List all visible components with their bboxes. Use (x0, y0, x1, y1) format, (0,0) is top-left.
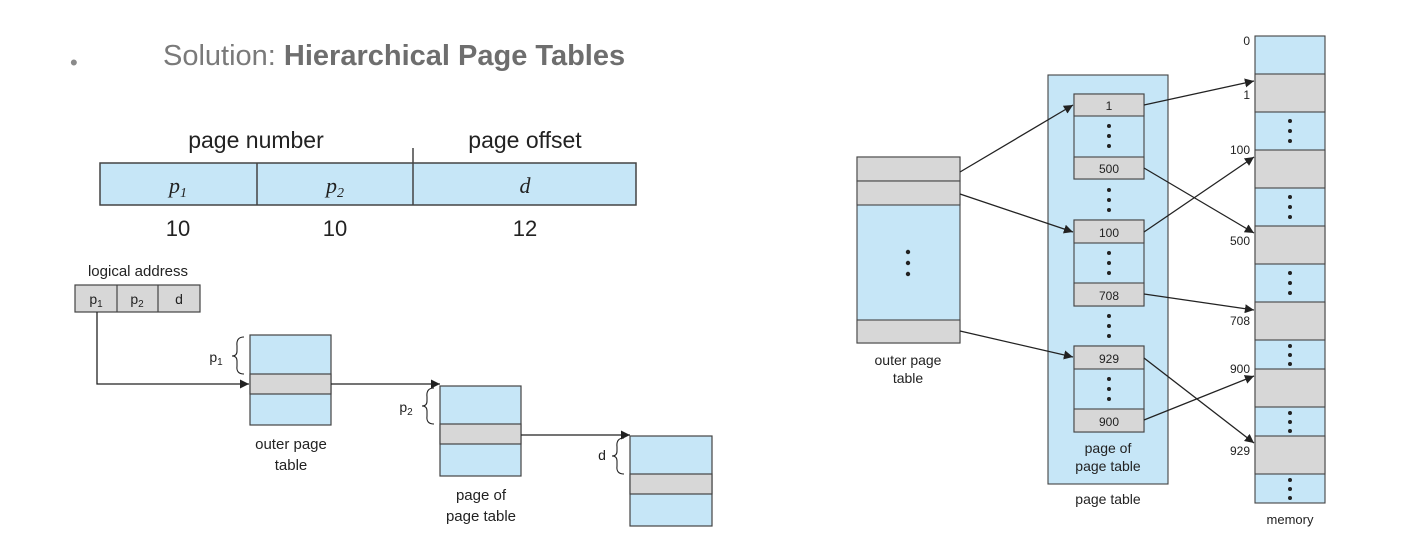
tick-100: 100 (1230, 143, 1250, 157)
memory-column (1254, 35, 1326, 504)
d-brace-label: d (598, 447, 606, 463)
entry-900-label: 900 (1099, 415, 1119, 429)
d-brace (611, 437, 625, 475)
tick-900: 900 (1230, 362, 1250, 376)
slide-bullet: • (70, 50, 78, 75)
entry-708-label: 708 (1099, 289, 1119, 303)
page-number-label: page number (188, 127, 324, 153)
entry-1-label: 1 (1106, 99, 1113, 113)
tick-0: 0 (1243, 34, 1250, 48)
page-offset-label: page offset (468, 127, 582, 153)
outer-entry-2 (856, 180, 961, 206)
memory-page-entry (629, 473, 713, 495)
outer-table-label-2: table (275, 457, 308, 474)
slide-title: Solution: Hierarchical Page Tables (163, 40, 625, 73)
outer-entry-1 (856, 156, 961, 182)
bits-p1: 10 (166, 216, 190, 241)
outer-table-label-1: outer page (255, 436, 327, 453)
translation-scheme: logical address p1 p2 d p1 outer page ta… (74, 263, 713, 527)
memory-frame-708 (1254, 301, 1326, 341)
outer-to-inner-arrows (959, 104, 1074, 360)
field-d: d (520, 173, 532, 198)
logical-d: d (175, 291, 183, 307)
memory-label: memory (1267, 512, 1314, 527)
memory-frame-1 (1254, 73, 1326, 113)
page-table-label: page table (1075, 491, 1141, 507)
logical-address-box (74, 284, 201, 313)
inner-table-3: 929 900 (1073, 345, 1145, 433)
outer-label-2: table (893, 370, 924, 386)
entry-929 (1073, 345, 1145, 370)
memory-ellipses (1288, 119, 1292, 500)
outer-table-entry (249, 373, 332, 395)
entry-929-label: 929 (1099, 352, 1119, 366)
p2-brace (421, 387, 435, 425)
field-p1: p1 (167, 173, 187, 201)
address-format-bar (99, 162, 637, 206)
address-format: page number page offset p1 p2 d 10 10 12 (99, 127, 637, 241)
bits-d: 12 (513, 216, 537, 241)
inner-label-1: page of (1085, 440, 1132, 456)
p1-brace (231, 336, 245, 375)
between-2-3-ellipsis (1107, 314, 1111, 338)
inner-table-2: 100 708 (1073, 219, 1145, 307)
field-p2: p2 (324, 173, 344, 201)
tick-1: 1 (1243, 88, 1250, 102)
inner-to-memory-arrows (1143, 78, 1255, 444)
tick-500: 500 (1230, 234, 1250, 248)
inner-table-entry (439, 423, 522, 445)
tick-708: 708 (1230, 314, 1250, 328)
logical-p2: p2 (130, 291, 144, 310)
title-bold: Hierarchical Page Tables (283, 40, 626, 72)
p1-connector (96, 312, 249, 389)
outer-ellipsis (905, 249, 911, 277)
inner-label-2: page table (1075, 458, 1141, 474)
inner-table-label-2: page table (446, 508, 516, 525)
p2-brace-label: p2 (399, 399, 413, 418)
logical-address-label: logical address (88, 263, 188, 280)
outer-entry-last (856, 319, 961, 344)
logical-p1: p1 (89, 291, 103, 310)
memory-frame-900 (1254, 368, 1326, 408)
bits-p2: 10 (323, 216, 347, 241)
two-level-structure: outer page table page table page of page… (856, 34, 1326, 527)
memory-frame-100 (1254, 149, 1326, 189)
between-1-2-ellipsis (1107, 188, 1111, 212)
title-prefix: Solution: (163, 40, 284, 72)
memory-frame-500 (1254, 225, 1326, 265)
inner-table-1: 1 500 (1073, 93, 1145, 180)
entry-500-label: 500 (1099, 162, 1119, 176)
entry-900 (1073, 408, 1145, 433)
inner-table-label-1: page of (456, 487, 507, 504)
entry-100-label: 100 (1099, 226, 1119, 240)
memory-frame-929 (1254, 435, 1326, 475)
tick-929: 929 (1230, 444, 1250, 458)
outer-label-1: outer page (875, 352, 942, 368)
p1-brace-label: p1 (209, 349, 223, 368)
